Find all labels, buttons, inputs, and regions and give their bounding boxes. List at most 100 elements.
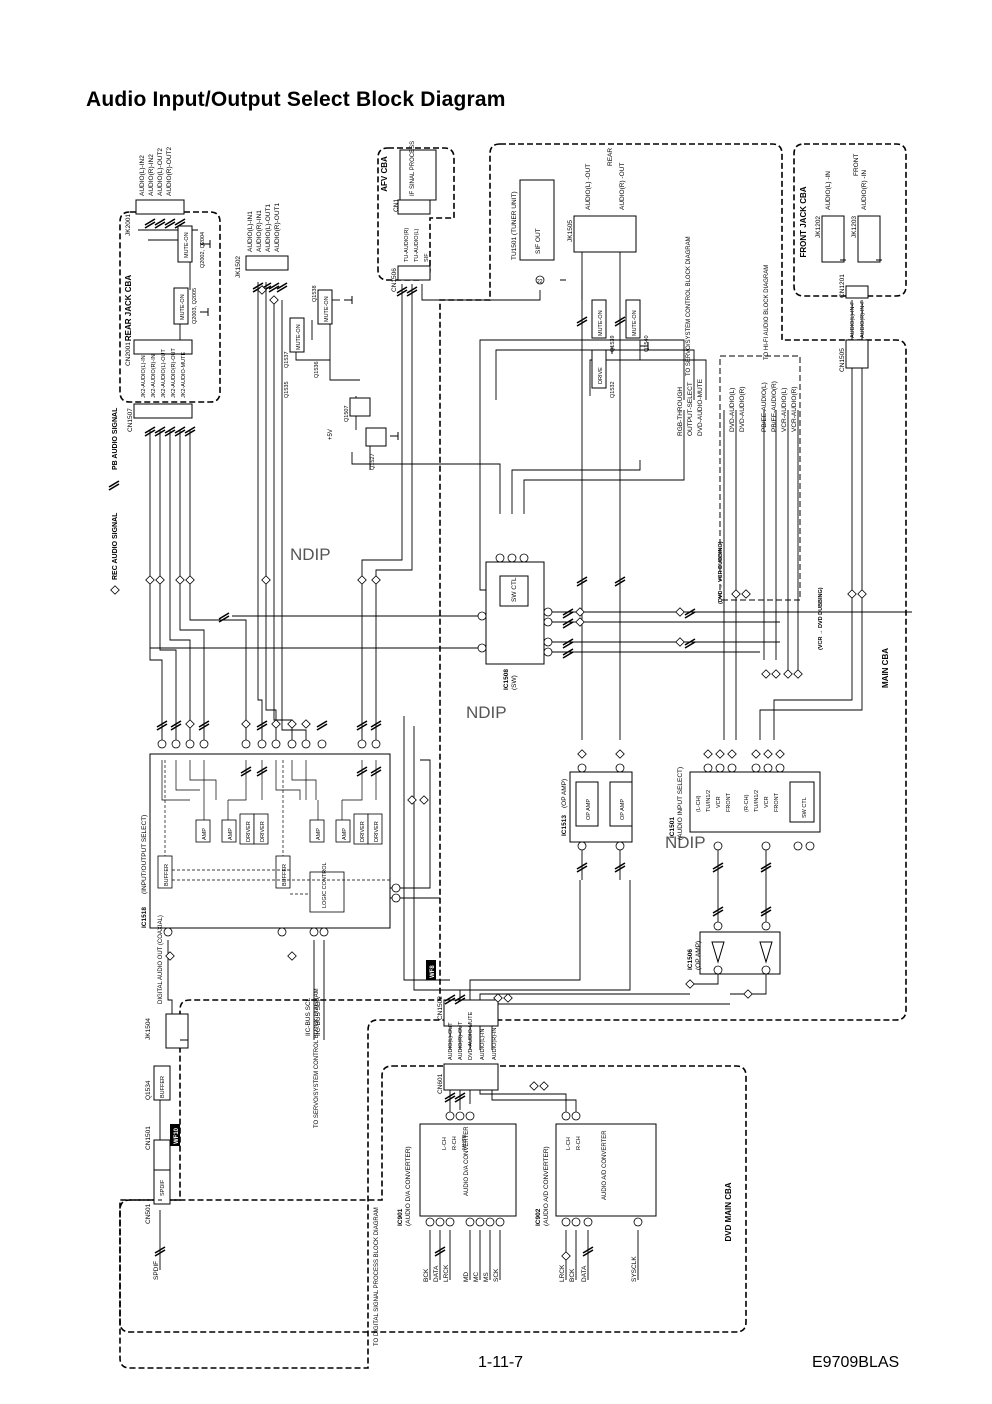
cn2001-ref: CN2001 [125, 342, 132, 366]
ic1518-amp-4 [335, 819, 351, 843]
ic1518-amp-4-label: AMP [342, 828, 348, 840]
dac-signal-data: DATA [433, 1265, 440, 1282]
jk1504-connector [165, 1013, 189, 1049]
cn1501-pin: SPDIF [160, 1179, 166, 1196]
ic902-block [555, 1123, 657, 1217]
ic901-block-label: AUDIO D/A CONVERTER [464, 1126, 470, 1196]
jk1502-connector [245, 255, 289, 271]
cn1201-ref: CN1201 [839, 274, 846, 298]
cn1502-pin-4: AUDIO(L)-IN [480, 1029, 486, 1061]
ic1518-logic-label: LOGIC CONTROL [322, 862, 328, 908]
tuner-name: TU1501 (TUNER UNIT) [511, 191, 518, 260]
rear-label: REAR [607, 148, 614, 166]
mute-on-box-q1540 [625, 299, 641, 339]
board-label-front-jack: FRONT JACK CBA [799, 186, 808, 257]
cn2001-pin-4: JK2-AUDIO(R)-OUT [171, 348, 177, 398]
hifi-signal-5: VCR-AUDIO(L) [781, 388, 788, 432]
ic1513-op-amp-1-label: OP AMP [586, 799, 592, 820]
cn501-ref: CN501 [145, 1203, 152, 1224]
cn2001-pin-2: JK2-AUDIO(R)-IN [151, 354, 157, 398]
ic1501-desc: (AUDIO INPUT SELECT) [677, 767, 684, 840]
cn1502-pin-3: DVD-AUDIO-MUTE [468, 1011, 474, 1060]
hifi-signal-1: DVD-AUDIO(L) [729, 388, 736, 432]
board-label-dvd-main: DVD MAIN CBA [724, 1182, 733, 1241]
cn1507-ref: CN1507 [127, 408, 134, 432]
ic902-ref: IC902 [535, 1208, 542, 1226]
ic1518-logic [309, 871, 345, 913]
cn2001-pin-3: JK2-AUDIO(L)-OUT [161, 348, 167, 398]
signal-markers [144, 218, 867, 1261]
dac-signal-ms: MS [483, 1272, 490, 1282]
main-board-outline [119, 143, 907, 1369]
hifi-dest: TO HI-FI AUDIO BLOCK DIAGRAM [764, 265, 770, 360]
q1540-label: Q1540 [644, 335, 650, 352]
ic1518-amp-3 [309, 819, 325, 843]
plus-5v-label: +5V [328, 429, 334, 440]
jk1502-pin-3: AUDIO(L)-OUT1 [265, 204, 272, 252]
ic1501-ctl: SW CTL [802, 797, 808, 818]
ic1518-driver-1-label: DRIVER [246, 821, 252, 842]
cn1502-ref: CN1502 [437, 996, 444, 1020]
ic1513-ref: IC1513 [561, 815, 568, 836]
ic1506-desc: (OP AMP) [695, 941, 702, 970]
cn1501-ref: CN1501 [145, 1126, 152, 1150]
tuner-pin-num: 22 [537, 279, 543, 285]
ic1506-ref: IC1506 [687, 949, 694, 970]
cn2001-pin-5: JK2-AUDIO-MUTE [181, 352, 187, 398]
q1527-label: Q1527 [370, 453, 376, 470]
ic1518-buffer-2-label: BUFFER [282, 864, 288, 886]
q2003-label: Q2003, Q2005 [192, 288, 198, 324]
q2002-label: Q2002, Q2004 [200, 232, 206, 268]
buffer-label: BUFFER [160, 1076, 166, 1098]
ic1501-tuin-r: TU/IN1/2 [754, 790, 760, 812]
q1535-label: Q1535 [284, 381, 290, 398]
servo-signal-1: RGB-THROUGH [677, 387, 684, 436]
q1507-label: Q1507 [344, 405, 350, 422]
q1534-buffer [153, 1065, 171, 1101]
jk1505-pin-2: AUDIO(R) -OUT [619, 163, 626, 210]
mute-on-box-2 [177, 225, 193, 263]
cn1201-connector [845, 285, 869, 299]
ic1501-ref: IC1501 [669, 817, 676, 838]
ic1501-rch: (R-CH) [744, 794, 750, 812]
dac-signal-sck: SCK [493, 1268, 500, 1282]
jk1505-connector [573, 215, 637, 253]
ic1518-amp-1 [195, 819, 211, 843]
cn1506-ref: CN1506 [391, 268, 398, 292]
ic1518-driver-4-label: DRIVER [374, 821, 380, 842]
jk1203-pin: AUDIO(R) -IN [861, 170, 868, 210]
cn1506-pin-3: SIF [424, 253, 430, 262]
digital-audio-out: DIGITAL AUDIO OUT (COAXIAL) [158, 915, 164, 1004]
tuner-unit-block [519, 179, 555, 261]
jk1203-ref: JK1203 [851, 216, 858, 238]
dac-signal-bck: BCK [423, 1268, 430, 1282]
q1537-label: Q1537 [284, 351, 290, 368]
svg-text:REC AUDIO SIGNAL: REC AUDIO SIGNAL [112, 512, 119, 580]
mute-on-box-1 [173, 287, 189, 325]
page-number: 1-11-7 [478, 1354, 524, 1371]
ic1518-amp-2 [221, 819, 237, 843]
cn1501-connector [153, 1139, 171, 1171]
front-jack-board-outline [793, 143, 907, 297]
cn1505-ref: CN1505 [839, 348, 846, 372]
jk2001-ref: JK2001 [125, 214, 132, 236]
hifi-signal-2: DVD-AUDIO(R) [739, 387, 746, 433]
board-label-main: MAIN CBA [881, 648, 890, 688]
ic1501-vcr-r: VCR [764, 796, 770, 808]
if-process-block [399, 149, 437, 201]
cn2001-connector [133, 339, 193, 355]
ic1513-op-amp-1 [575, 781, 599, 827]
drive-label: DRIVE [598, 367, 604, 384]
ic901-pin-2: R-CH [452, 1136, 458, 1150]
ic902-pin-1: L-CH [566, 1137, 572, 1150]
jk1203-connector [857, 215, 881, 263]
mute-on-box-q1537 [289, 317, 305, 353]
ic1518-ref: IC1518 [141, 907, 148, 928]
jk2001-pin-2: AUDIO(R)-IN2 [148, 154, 155, 196]
ic1501-front-l: FRONT [726, 792, 732, 812]
ic901-block [419, 1123, 517, 1217]
q1527-switch [365, 427, 387, 447]
jk1202-ref: JK1202 [815, 216, 822, 238]
jk2001-connector [135, 199, 185, 215]
mute-on-label-q1539: MUTE-ON [598, 310, 604, 336]
